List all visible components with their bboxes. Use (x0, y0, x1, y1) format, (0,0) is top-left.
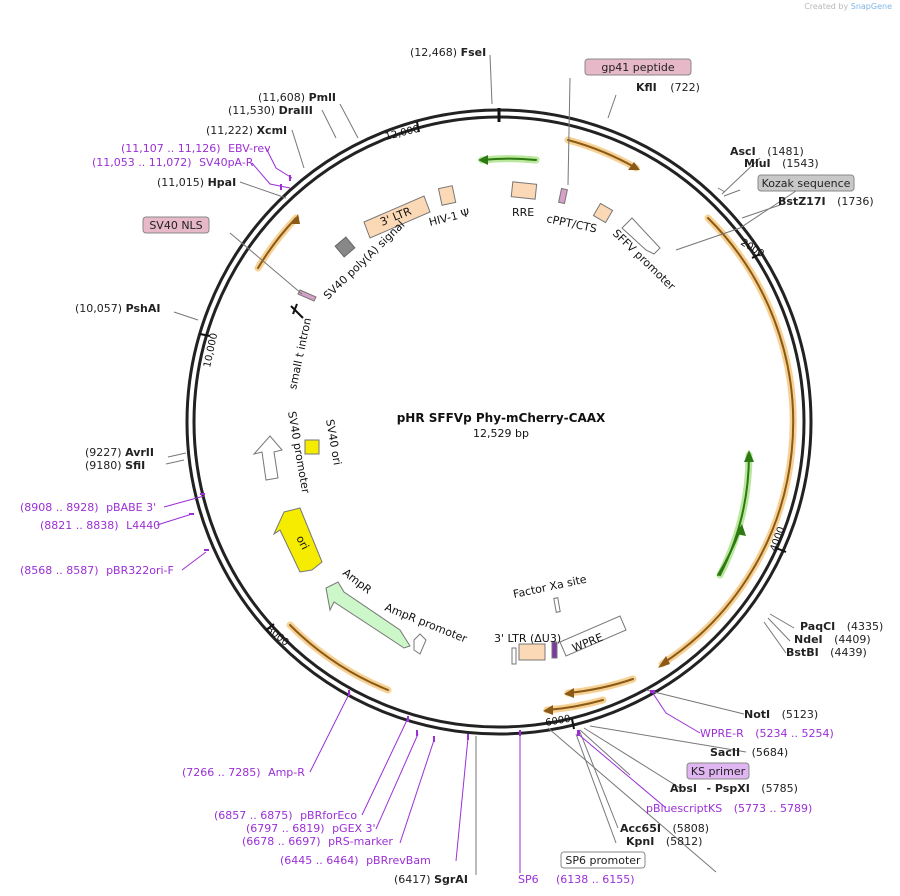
feature-sv40-polya: SV40 poly(A) signal (321, 218, 407, 302)
site-absi: AbsI - PspXI (5785) (670, 782, 798, 795)
boxed-kozak: Kozak sequence (757, 174, 855, 192)
site-kfli: KflI (722) (636, 81, 700, 94)
primer-ticks (189, 175, 655, 742)
inner-features (252, 181, 661, 665)
site-leaders (165, 54, 809, 875)
site-paqci: PaqCI (4335) (800, 620, 883, 633)
primer-pgex3: (6797 .. 6819) pGEX 3' (246, 822, 376, 835)
site-kpni: KpnI (5812) (626, 835, 702, 848)
feature-sv40-ori: SV40 ori (323, 418, 344, 466)
map-title: pHR SFFVp Phy-mCherry-CAAX (397, 411, 606, 425)
site-pmli: (11,608) PmlI (258, 91, 336, 104)
site-avrii: (9227) AvrII (85, 446, 154, 459)
feature-hiv-psi: HIV-1 Ψ (428, 206, 472, 229)
tick-marks (199, 121, 787, 730)
green-arrowheads (478, 155, 754, 536)
primer-prs-marker: (6678 .. 6697) pRS-marker (242, 835, 393, 848)
snapgene-logo: SnapGene (850, 2, 892, 11)
primer-sv40pa-r: (11,053 .. 11,072) SV40pA-R (92, 156, 254, 169)
site-sfii: (9180) SfiI (85, 459, 145, 472)
site-noti: NotI (5123) (744, 708, 818, 721)
site-draiii: (11,530) DraIII (228, 104, 313, 117)
primer-amp-r: (7266 .. 7285) Amp-R (182, 766, 305, 779)
svg-text:Kozak sequence: Kozak sequence (762, 177, 851, 190)
boxed-ks-primer: KS primer (686, 762, 750, 780)
primer-sp6-pos: (6138 .. 6155) (556, 873, 635, 886)
tick-8000: 8000 (264, 624, 291, 649)
svg-text:KS primer: KS primer (691, 765, 746, 778)
primer-pbrrevbam: (6445 .. 6464) pBRrevBam (280, 854, 431, 867)
orange-features (254, 136, 797, 714)
site-mlui: MluI (1543) (744, 157, 819, 170)
svg-text:SV40 NLS: SV40 NLS (149, 219, 202, 232)
site-bstbi: BstBI (4439) (786, 646, 867, 659)
boxed-sv40-nls: SV40 NLS (142, 216, 210, 234)
site-asci: AscI (1481) (730, 145, 804, 158)
feature-3ltr-du3: 3' LTR (ΔU3) (494, 632, 561, 645)
site-labels: (12,468) FseI KflI (722) AscI (1481) Mlu… (75, 46, 883, 886)
feature-cppt: cPPT/CTS (545, 212, 598, 235)
feature-rre: RRE (512, 206, 534, 219)
site-acc65i: Acc65I (5808) (620, 822, 709, 835)
credit-text: Created by SnapGene (804, 2, 892, 11)
map-length: 12,529 bp (473, 427, 529, 440)
primer-leaders (156, 147, 701, 873)
primer-wpre-r: WPRE-R (5234 .. 5254) (700, 727, 834, 740)
primer-sp6: SP6 (518, 873, 539, 886)
site-bstz17i: BstZ17I (1736) (778, 195, 874, 208)
boxed-sp6-promoter: SP6 promoter (560, 851, 646, 869)
primer-labels: (11,107 .. 11,126) EBV-rev (11,053 .. 11… (20, 142, 834, 886)
primer-pbrforeco: (6857 .. 6875) pBRforEco (214, 809, 357, 822)
svg-text:SP6 promoter: SP6 promoter (565, 854, 641, 867)
boxed-gp41: gp41 peptide (584, 58, 692, 76)
site-hpai: (11,015) HpaI (157, 176, 236, 189)
feature-ampr: AmpR (340, 566, 374, 597)
site-sacii: SacII (5684) (710, 746, 788, 759)
primer-ebv-rev: (11,107 .. 11,126) EBV-rev (121, 142, 271, 155)
site-sgrai: (6417) SgrAI (394, 873, 468, 886)
primer-pbr322ori-f: (8568 .. 8587) pBR322ori-F (20, 564, 174, 577)
site-ndei: NdeI (4409) (794, 633, 871, 646)
feature-factor-xa: Factor Xa site (512, 573, 588, 601)
feature-ori: ori (293, 533, 311, 552)
orange-arrowheads (292, 162, 670, 715)
primer-l4440: (8821 .. 8838) L4440 (40, 519, 160, 532)
svg-text:gp41 peptide: gp41 peptide (601, 61, 675, 74)
site-xcmi: (11,222) XcmI (206, 124, 287, 137)
site-pshai: (10,057) PshAI (75, 302, 160, 315)
primer-pbluescriptks: pBluescriptKS (5773 .. 5789) (646, 802, 812, 815)
site-fsei: (12,468) FseI (410, 46, 486, 59)
feature-small-t-intron: small t intron (286, 317, 314, 391)
tick-6000: 6000 (545, 714, 572, 729)
primer-pbabe3: (8908 .. 8928) pBABE 3' (20, 501, 156, 514)
